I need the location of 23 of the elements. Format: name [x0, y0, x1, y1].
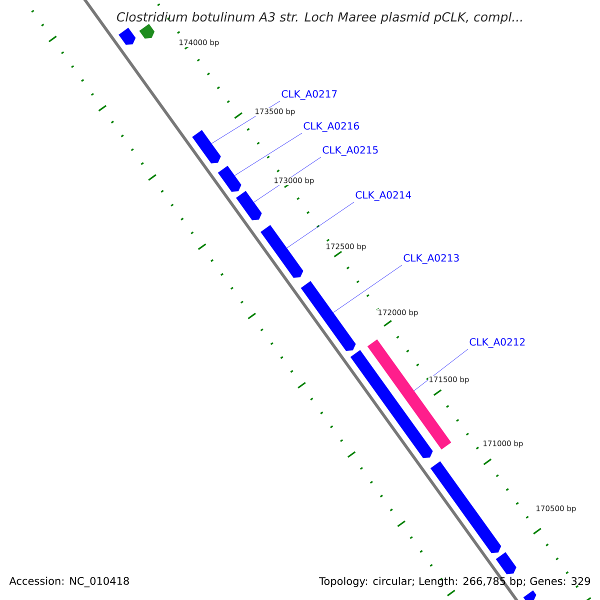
topology-text: Topology: circular; Length: 266,785 bp; Genes: 329	[319, 576, 590, 588]
gene-block	[192, 130, 221, 164]
gene-label: CLK_A0215	[322, 146, 378, 156]
leader-line	[333, 264, 402, 313]
leader-line	[286, 202, 354, 248]
gene-block	[300, 281, 356, 351]
gene-block	[430, 461, 502, 554]
gene-block	[260, 224, 304, 278]
gene-label: CLK_A0213	[404, 254, 459, 264]
gene-block	[118, 28, 136, 45]
gene-label: CLK_A0217	[282, 90, 337, 100]
gene-label: CLK_A0216	[304, 122, 359, 132]
gene-block	[218, 166, 242, 192]
gene-block	[236, 190, 262, 220]
gene-label: CLK_A0214	[356, 191, 412, 201]
accession-text: Accession: NC_010418	[9, 576, 129, 588]
gene-block	[139, 24, 155, 39]
gene-block	[523, 590, 536, 600]
gene-label: CLK_A0212	[470, 338, 525, 348]
leader-line	[234, 132, 302, 176]
gene-block	[496, 552, 516, 574]
leader-line	[414, 348, 468, 391]
title: Clostridium botulinum A3 str. Loch Maree plasmid pCLK, compl...	[116, 12, 522, 24]
